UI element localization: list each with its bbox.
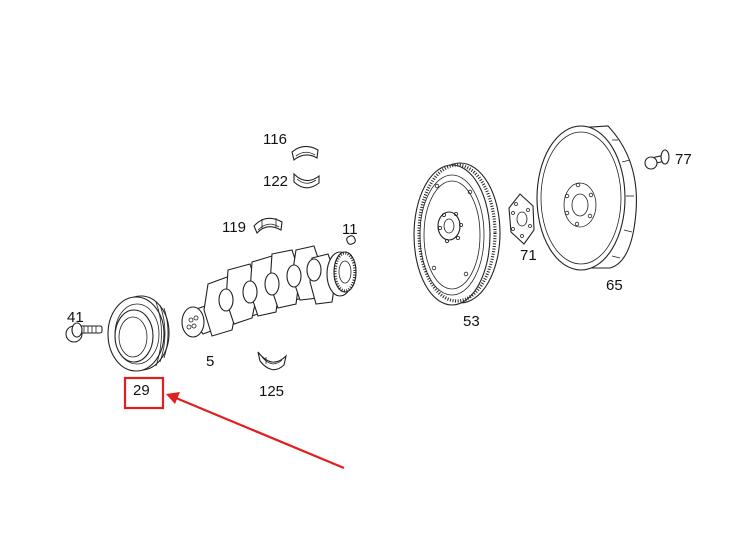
flywheel-53[interactable] xyxy=(413,162,501,306)
callout-77: 77 xyxy=(675,151,692,168)
drive-plate-71[interactable] xyxy=(508,193,535,245)
bolt-41[interactable] xyxy=(65,322,103,343)
callout-119: 119 xyxy=(222,219,246,236)
highlight-box xyxy=(123,376,165,410)
dowel-pin-11[interactable] xyxy=(346,235,357,246)
pulley-29[interactable] xyxy=(107,295,170,372)
callout-41: 41 xyxy=(67,309,84,326)
callout-116: 116 xyxy=(263,131,287,148)
callout-125: 125 xyxy=(259,383,284,400)
callout-29: 29 xyxy=(133,382,150,399)
bearing-shell-125[interactable] xyxy=(257,351,287,371)
callout-5: 5 xyxy=(206,353,214,370)
callout-11: 11 xyxy=(342,221,358,238)
callout-65: 65 xyxy=(606,277,623,294)
crankshaft-5[interactable] xyxy=(181,245,357,338)
highlight-arrow-head xyxy=(166,392,180,404)
bearing-shell-116[interactable] xyxy=(291,145,319,161)
bearing-shell-122[interactable] xyxy=(293,172,320,189)
bearing-shell-119[interactable] xyxy=(253,217,283,235)
highlight-arrow xyxy=(175,396,345,470)
bolt-77[interactable] xyxy=(644,149,670,170)
torque-converter-65[interactable] xyxy=(536,125,637,271)
callout-53: 53 xyxy=(463,313,480,330)
callout-71: 71 xyxy=(520,247,537,264)
callout-122: 122 xyxy=(263,173,288,190)
